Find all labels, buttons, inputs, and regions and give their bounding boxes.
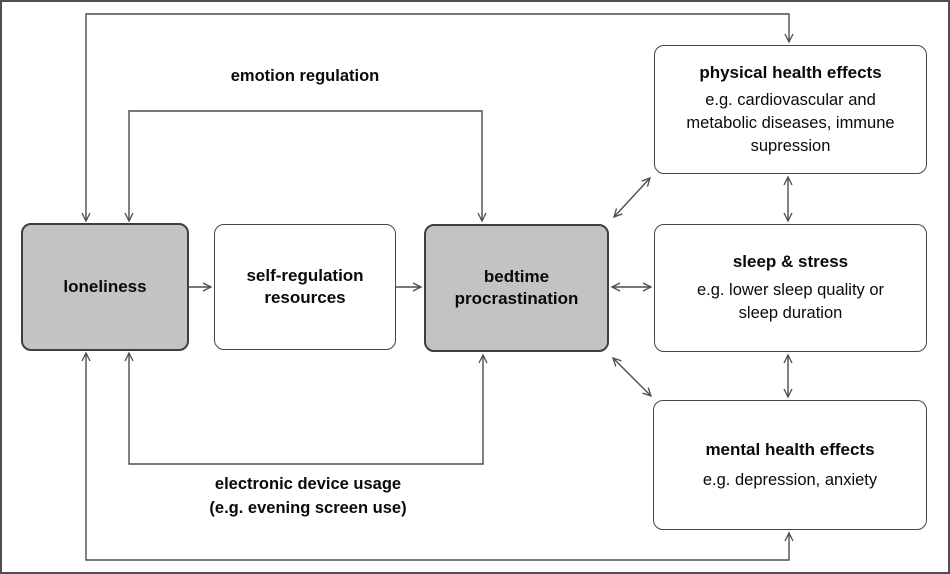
body-line: supression xyxy=(750,136,831,155)
edge-electronic-device xyxy=(124,351,488,465)
node-mental-health-body: e.g. depression, anxiety xyxy=(703,469,877,492)
edge-loneliness-physical-top xyxy=(81,13,794,223)
label-electronic-device-usage: electronic device usage (e.g. evening sc… xyxy=(188,472,428,520)
node-mental-health-title: mental health effects xyxy=(705,439,875,459)
body-line: e.g. depression, anxiety xyxy=(702,470,878,489)
node-loneliness: loneliness xyxy=(21,223,189,351)
node-self-regulation-title: self-regulation resources xyxy=(246,266,364,307)
edge-loneliness-mental-bottom xyxy=(81,351,794,561)
node-sleep-stress-body: e.g. lower sleep quality or sleep durati… xyxy=(697,279,884,325)
edge-bedtime-physical-diagonal xyxy=(613,176,651,219)
node-self-regulation: self-regulation resources xyxy=(214,224,396,350)
node-physical-health-body: e.g. cardiovascular and metabolic diseas… xyxy=(686,89,894,158)
node-physical-health-title: physical health effects xyxy=(699,62,882,82)
label-emotion-regulation: emotion regulation xyxy=(230,67,380,85)
label-electronic-device-line1: electronic device usage xyxy=(214,475,402,493)
node-bedtime-procrastination: bedtime procrastination xyxy=(424,224,609,352)
edge-bedtime-mental-diagonal xyxy=(611,356,653,398)
node-mental-health: mental health effects e.g. depression, a… xyxy=(653,400,927,530)
node-bedtime-procrastination-title: bedtime procrastination xyxy=(454,267,579,308)
node-sleep-stress: sleep & stress e.g. lower sleep quality … xyxy=(654,224,927,352)
node-loneliness-title: loneliness xyxy=(63,277,147,296)
body-line: sleep duration xyxy=(738,304,843,322)
body-line: metabolic diseases, immune xyxy=(686,113,895,132)
body-line: e.g. lower sleep quality or xyxy=(696,281,885,299)
edge-emotion-regulation xyxy=(124,110,487,223)
node-sleep-stress-title: sleep & stress xyxy=(732,252,849,271)
node-physical-health: physical health effects e.g. cardiovascu… xyxy=(654,45,927,174)
label-electronic-device-line2: (e.g. evening screen use) xyxy=(209,499,407,517)
body-line: e.g. cardiovascular and xyxy=(705,90,876,109)
